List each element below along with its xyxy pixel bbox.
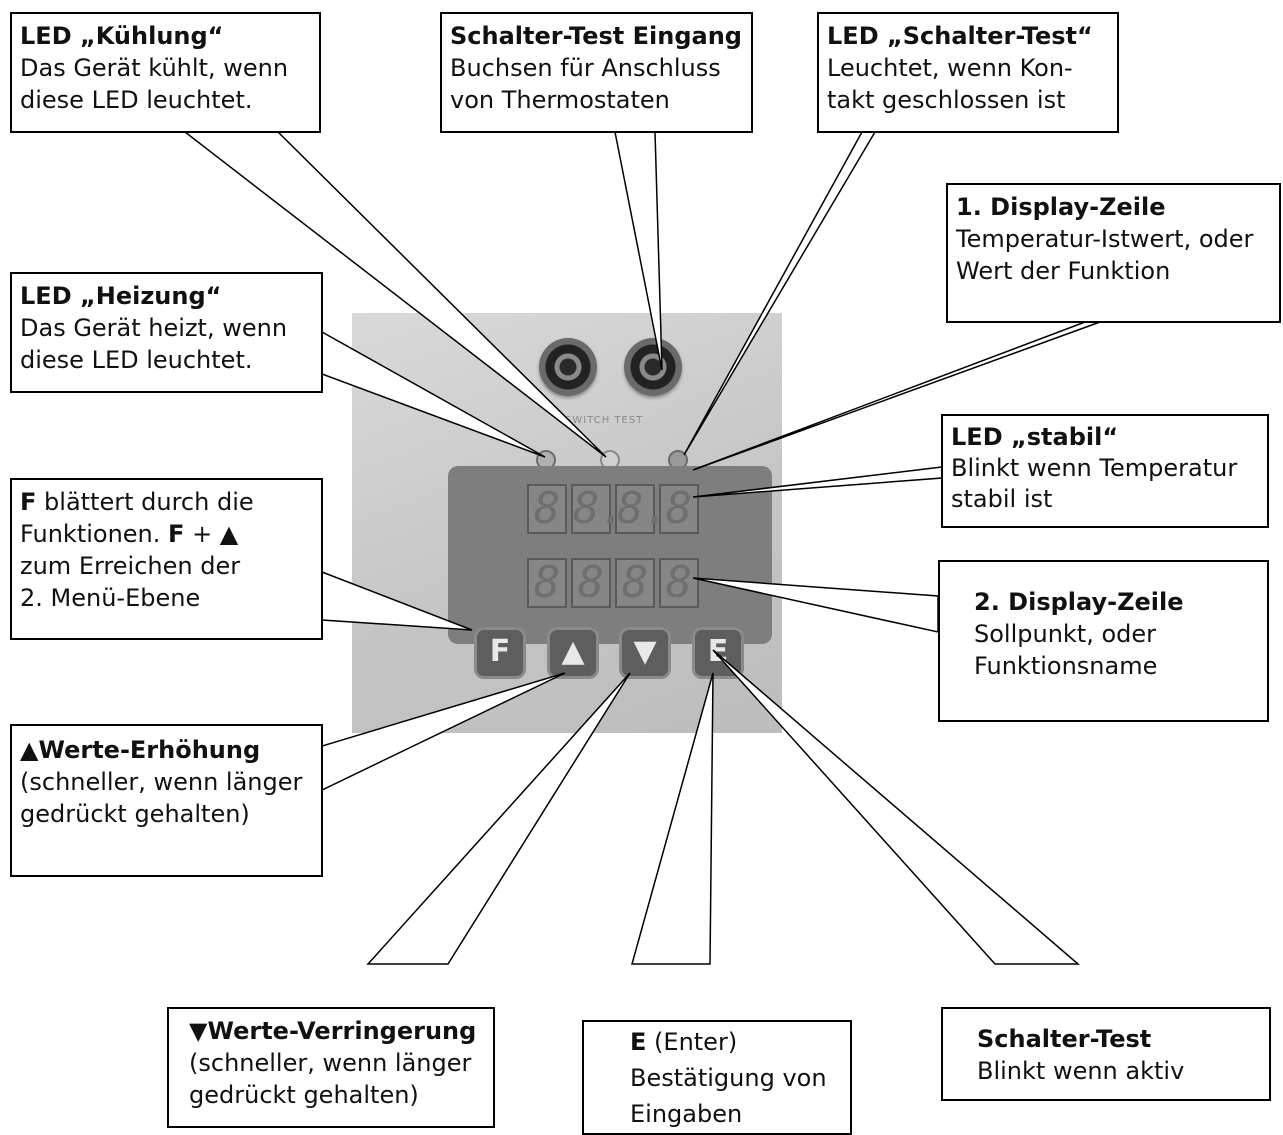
- leader-enter: [631, 672, 714, 965]
- callout-text: Das Gerät heizt, wenn: [20, 314, 288, 342]
- f-label: F: [20, 488, 37, 516]
- f-text: Funktionen.: [20, 520, 169, 548]
- callout-led-stabil: LED „stabil“ Blinkt wenn Temperatur stab…: [941, 414, 1269, 528]
- f-label: F: [168, 520, 185, 548]
- e-label: E: [630, 1028, 647, 1056]
- callout-text: stabil ist: [951, 485, 1053, 513]
- display-row2-digit: 8: [615, 558, 655, 608]
- callout-enter: E (Enter) Bestätigung von Eingaben: [582, 1020, 852, 1135]
- callout-text: zum Erreichen der: [20, 552, 241, 580]
- callout-text: von Thermostaten: [450, 86, 670, 114]
- display-row1-digit: 8: [659, 484, 699, 534]
- callout-text: Das Gerät kühlt, wenn: [20, 54, 289, 82]
- callout-text: (schneller, wenn länger: [189, 1049, 472, 1077]
- f-text: blättert durch die: [36, 488, 254, 516]
- display-row2-digit: 8: [527, 558, 567, 608]
- callout-title: LED „Schalter-Test“: [827, 22, 1093, 50]
- callout-text: Temperatur-Istwert, oder: [956, 225, 1254, 253]
- e-text: (Enter): [646, 1028, 738, 1056]
- callout-led-heizung: LED „Heizung“ Das Gerät heizt, wenn dies…: [10, 272, 323, 393]
- callout-display-zeile-2: 2. Display-Zeile Sollpunkt, oder Funktio…: [938, 560, 1269, 722]
- display-row2-digit: 8: [659, 558, 699, 608]
- leader-heizung: [321, 330, 546, 458]
- callout-werte-verringerung: ▼Werte-Verringerung (schneller, wenn län…: [167, 1007, 495, 1128]
- display-row1-digit: 8: [527, 484, 567, 534]
- callout-text: Funktionsname: [974, 652, 1158, 680]
- callout-text: E (Enter): [630, 1024, 842, 1060]
- callout-werte-erhoehung: ▲Werte-Erhöhung (schneller, wenn länger …: [10, 724, 323, 877]
- callout-text: Blinkt wenn Temperatur: [951, 454, 1238, 482]
- callout-f-key: F blättert durch die Funktionen. F + ▲ z…: [10, 478, 323, 640]
- callout-title: Schalter-Test: [977, 1025, 1152, 1053]
- leader-led-schalter-test: [683, 131, 877, 456]
- switch-test-jack-left[interactable]: [539, 338, 597, 396]
- up-key[interactable]: ▲: [547, 627, 599, 679]
- callout-text: gedrückt gehalten): [189, 1081, 419, 1109]
- leader-stabil: [692, 466, 943, 498]
- callout-text: Blinkt wenn aktiv: [977, 1057, 1185, 1085]
- callout-title: 2. Display-Zeile: [974, 588, 1184, 616]
- leader-schalter-eingang: [614, 131, 663, 371]
- down-key[interactable]: ▼: [619, 627, 671, 679]
- callout-title: LED „Kühlung“: [20, 22, 224, 50]
- switch-test-label: SWITCH TEST: [565, 415, 644, 426]
- leader-schalter-test: [712, 649, 1081, 965]
- callout-text: Buchsen für Anschluss: [450, 54, 721, 82]
- display-row2-digit: 8: [571, 558, 611, 608]
- callout-text: Eingaben: [630, 1100, 743, 1128]
- callout-text: takt geschlossen ist: [827, 86, 1066, 114]
- leader-down: [366, 672, 631, 965]
- controller-panel: SWITCH TEST 8 8. 8. 8 8 8 8 8 F ▲ ▼ E: [352, 313, 782, 733]
- callout-text: Bestätigung von: [630, 1064, 827, 1092]
- callout-display-zeile-1: 1. Display-Zeile Temperatur-Istwert, ode…: [946, 183, 1281, 323]
- callout-title: LED „stabil“: [951, 423, 1119, 451]
- callout-text: Leuchtet, wenn Kon-: [827, 54, 1073, 82]
- display-row1-digit: 8.: [571, 483, 626, 534]
- e-key[interactable]: E: [692, 627, 744, 679]
- leader-display2: [692, 577, 939, 633]
- callout-title: Schalter-Test Eingang: [450, 22, 742, 50]
- callout-text: Sollpunkt, oder: [974, 620, 1157, 648]
- callout-text: diese LED leuchtet.: [20, 346, 253, 374]
- callout-text: F blättert durch die: [20, 486, 313, 518]
- callout-text: Funktionen. F + ▲: [20, 518, 313, 550]
- f-key[interactable]: F: [474, 627, 526, 679]
- callout-schalter-test: Schalter-Test Blinkt wenn aktiv: [941, 1007, 1271, 1101]
- callout-title: ▲Werte-Erhöhung: [20, 736, 261, 764]
- switch-test-jack-right[interactable]: [624, 338, 682, 396]
- callout-title: 1. Display-Zeile: [956, 193, 1166, 221]
- leader-up: [321, 672, 566, 792]
- leader-f-key: [321, 570, 473, 631]
- callout-text: diese LED leuchtet.: [20, 86, 253, 114]
- callout-text: (schneller, wenn länger: [20, 768, 303, 796]
- callout-title: LED „Heizung“: [20, 282, 222, 310]
- callout-text: gedrückt gehalten): [20, 800, 250, 828]
- f-text: + ▲: [184, 520, 239, 548]
- callout-text: Wert der Funktion: [956, 257, 1171, 285]
- callout-led-kuehlung: LED „Kühlung“ Das Gerät kühlt, wenn dies…: [10, 12, 321, 133]
- callout-text: 2. Menü-Ebene: [20, 584, 201, 612]
- callout-schalter-test-eingang: Schalter-Test Eingang Buchsen für Anschl…: [440, 12, 753, 133]
- callout-led-schalter-test: LED „Schalter-Test“ Leuchtet, wenn Kon- …: [817, 12, 1119, 133]
- callout-title: ▼Werte-Verringerung: [189, 1017, 477, 1045]
